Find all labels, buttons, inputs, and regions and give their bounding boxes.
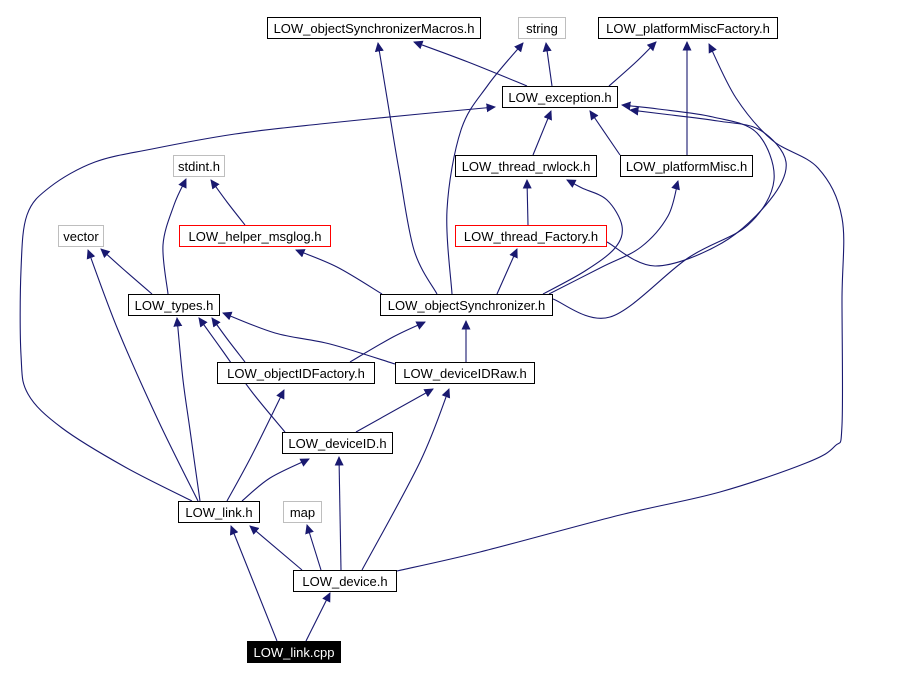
graph-node-low-types-h[interactable]: LOW_types.h <box>128 294 220 316</box>
graph-node-low-link-cpp[interactable]: LOW_link.cpp <box>247 641 341 663</box>
edge-low-objectsynchronizer-h-to-low-platformmisc-h <box>548 180 680 295</box>
edge-low-objectsynchronizer-h-to-low-helper-msglog-h <box>295 249 383 295</box>
graph-node-low-objectidfactory-h[interactable]: LOW_objectIDFactory.h <box>217 362 375 384</box>
edge-low-link-h-to-vector <box>86 249 199 502</box>
edge-low-deviceid-h-to-low-deviceidraw-h <box>355 388 434 433</box>
edge-low-exception-h-to-low-platformmiscfactory-h <box>608 41 657 87</box>
edge-low-objectsynchronizer-h-to-low-exception-h <box>552 101 775 319</box>
edge-low-exception-h-to-string <box>542 42 553 87</box>
graph-node-map[interactable]: map <box>283 501 322 523</box>
edge-low-thread-factory-h-to-low-thread-rwlock-h <box>522 179 532 226</box>
graph-node-low-objectsynchronizer-h[interactable]: LOW_objectSynchronizer.h <box>380 294 553 316</box>
graph-node-low-thread-rwlock-h[interactable]: LOW_thread_rwlock.h <box>455 155 597 177</box>
edge-low-device-h-to-map <box>305 524 322 571</box>
edge-low-device-h-to-low-link-h <box>249 525 303 571</box>
graph-node-vector[interactable]: vector <box>58 225 104 247</box>
graph-node-low-platformmiscfactory-h[interactable]: LOW_platformMiscFactory.h <box>598 17 778 39</box>
edge-low-device-h-to-low-platformmiscfactory-h <box>396 43 845 572</box>
edge-low-objectsynchronizer-h-to-low-thread-factory-h <box>496 248 518 295</box>
graph-node-low-objectsynchronizermacros-h[interactable]: LOW_objectSynchronizerMacros.h <box>267 17 481 39</box>
graph-node-low-thread-factory-h[interactable]: LOW_thread_Factory.h <box>455 225 607 247</box>
edge-low-objectsynchronizer-h-to-string <box>446 42 524 295</box>
edge-low-types-h-to-stdint-h <box>162 178 187 295</box>
edge-low-link-h-to-low-objectidfactory-h <box>226 389 285 502</box>
graph-node-low-platformmisc-h[interactable]: LOW_platformMisc.h <box>620 155 753 177</box>
edge-low-helper-msglog-h-to-stdint-h <box>210 179 246 226</box>
edge-low-device-h-to-low-deviceid-h <box>334 456 344 571</box>
edge-low-types-h-to-vector <box>100 248 153 295</box>
graph-node-low-device-h[interactable]: LOW_device.h <box>293 570 397 592</box>
edge-low-objectidfactory-h-to-low-objectsynchronizer-h <box>349 321 426 363</box>
graph-node-low-helper-msglog-h[interactable]: LOW_helper_msglog.h <box>179 225 331 247</box>
edge-low-link-cpp-to-low-link-h <box>229 525 278 642</box>
edge-low-link-h-to-low-deviceid-h <box>241 458 310 502</box>
graph-node-low-deviceidraw-h[interactable]: LOW_deviceIDRaw.h <box>395 362 535 384</box>
graph-node-low-link-h[interactable]: LOW_link.h <box>178 501 260 523</box>
edge-low-thread-rwlock-h-to-low-exception-h <box>532 110 552 156</box>
graph-node-low-deviceid-h[interactable]: LOW_deviceID.h <box>282 432 393 454</box>
edge-low-device-h-to-low-deviceidraw-h <box>361 388 451 571</box>
edge-low-link-h-to-low-exception-h <box>19 103 496 502</box>
edge-low-thread-factory-h-to-low-exception-h <box>606 106 787 267</box>
edge-low-objectidfactory-h-to-low-types-h <box>211 317 246 363</box>
edge-low-deviceidraw-h-to-low-types-h <box>222 311 396 365</box>
edge-low-link-h-to-low-types-h <box>173 317 201 502</box>
edge-low-objectsynchronizer-h-to-low-thread-rwlock-h <box>542 179 623 295</box>
graph-node-stdint-h[interactable]: stdint.h <box>173 155 225 177</box>
graph-node-low-exception-h[interactable]: LOW_exception.h <box>502 86 618 108</box>
edge-low-exception-h-to-low-objectsynchronizermacros-h <box>413 40 528 87</box>
graph-node-string[interactable]: string <box>518 17 566 39</box>
edge-low-platformmisc-h-to-low-exception-h <box>589 110 621 156</box>
edge-low-link-cpp-to-low-device-h <box>305 592 331 642</box>
edge-low-objectsynchronizer-h-to-low-objectsynchronizermacros-h <box>374 42 438 295</box>
